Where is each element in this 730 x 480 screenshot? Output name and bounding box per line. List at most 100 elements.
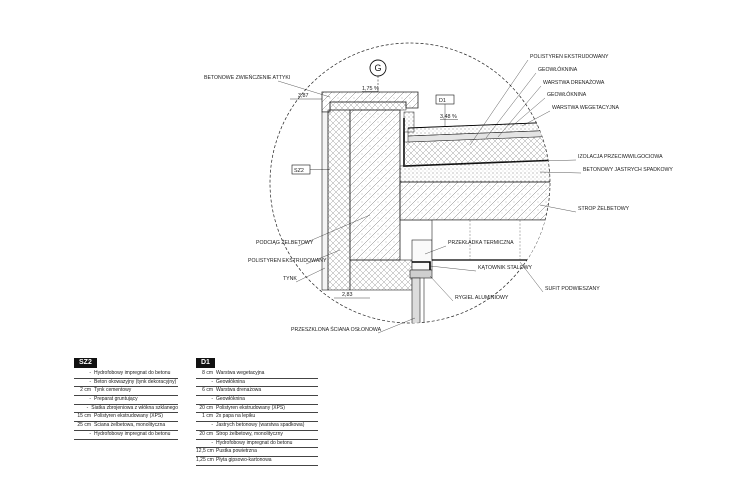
wall-insulation xyxy=(327,109,351,291)
table-row: -Siatka zbrojeniowa z włókna szklanego xyxy=(74,405,178,414)
layer-thickness: - xyxy=(211,378,213,385)
layer-description: Polistyren ekstrudowany (XPS) xyxy=(216,404,285,411)
table-row: -Geowłóknina xyxy=(196,379,318,388)
suspended-ceiling xyxy=(431,219,550,261)
section-marker-letter: G xyxy=(374,63,381,73)
leader-poly-left xyxy=(305,249,341,265)
leader-steel-angle xyxy=(429,265,477,272)
layer-thickness: 2 cm xyxy=(80,387,91,394)
tag-d1: D1 xyxy=(439,98,446,104)
concrete-wall xyxy=(349,109,401,261)
leader-slab xyxy=(539,204,577,213)
label-transom: RYGIEL ALUMINIOWY xyxy=(455,295,509,301)
leader-drainage xyxy=(497,85,542,138)
layer-thickness: - xyxy=(86,404,89,411)
layer-description: Geowłóknina xyxy=(216,396,245,403)
layer-description: 2x papa na lepiku xyxy=(216,413,256,420)
label-soffit: SUFIT PODWIESZANY xyxy=(545,286,600,292)
layer-thickness: 1 cm xyxy=(202,413,213,420)
layer-thickness: - xyxy=(211,439,213,446)
roof-slab xyxy=(399,181,550,221)
sz2-rows: -Hydrofobowy impregnat do betonu-Beton o… xyxy=(74,370,178,440)
layer-description: Ściana żelbetowa, monolityczna xyxy=(94,422,166,429)
layer-thickness: 12,5 cm xyxy=(196,448,214,455)
label-curtain-wall: PRZESZKLONA ŚCIANA OSŁONOWA xyxy=(291,325,382,333)
table-row: -Hydrofobowy impregnat do betonu xyxy=(74,370,178,379)
label-thermal-break: PRZEKŁADKA TERMICZNA xyxy=(448,240,514,246)
label-vegetation: WARSTWA WEGETACYJNA xyxy=(552,105,619,111)
table-row: -Geowłóknina xyxy=(196,396,318,405)
layer-thickness: 25 cm xyxy=(77,422,91,429)
layer-description: Pustka powietrzna xyxy=(216,448,257,455)
elevation-top: 3,87 xyxy=(298,93,309,99)
leader-damp-proofing xyxy=(539,159,577,162)
label-attic: BETONOWE ZWIEŃCZENIE ATTYKI xyxy=(204,74,290,81)
leader-transom xyxy=(429,275,454,302)
label-geotextile-1: GEOWŁÓKNINA xyxy=(538,66,578,73)
layer-description: Warstwa drenażowa xyxy=(216,387,262,394)
label-polystyrene-top: POLISTYREN EKSTRUDOWANY xyxy=(530,54,609,60)
layer-thickness: - xyxy=(211,422,213,429)
leader-plaster xyxy=(295,267,326,283)
layer-description: Jastrych betonowy (warstwa spadkowa) xyxy=(216,422,305,429)
sz2-table: SZ2 -Hydrofobowy impregnat do betonu-Bet… xyxy=(74,358,178,440)
table-row: -Preparat gruntujący xyxy=(74,396,178,405)
table-row: -Hydrofobowy impregnat do betonu xyxy=(196,440,318,449)
curtain-wall-mullion xyxy=(411,277,421,323)
layer-description: Beton okowazyjny (tynk dekoracyjny) xyxy=(94,378,177,385)
layer-thickness: 1,25 cm xyxy=(196,456,214,463)
attic-insulation xyxy=(329,101,407,111)
right-labels: POLISTYREN EKSTRUDOWANY GEOWŁÓKNINA WARS… xyxy=(424,54,673,302)
label-column: PODCIĄG ŻELBETOWY xyxy=(256,239,314,246)
attic-slope: 1,75 % xyxy=(362,86,379,92)
table-row: -Jastrych betonowy (warstwa spadkowa) xyxy=(196,422,318,431)
leader-geotextile-2 xyxy=(509,97,546,129)
layer-thickness: - xyxy=(211,396,213,403)
layer-thickness: - xyxy=(89,396,91,403)
leader-vegetation xyxy=(521,110,551,127)
leader-attic xyxy=(277,80,331,98)
label-damp-proofing: IZOLACJA PRZECIWWILGOCIOWA xyxy=(578,154,663,160)
leader-polystyrene-top xyxy=(469,59,529,146)
layer-thickness: 20 cm xyxy=(199,430,213,437)
layer-thickness: 20 cm xyxy=(199,404,213,411)
geotextile-line xyxy=(407,121,550,129)
thermal-break xyxy=(411,239,433,271)
layer-description: Warstwa wegetacyjna xyxy=(216,370,265,376)
label-steel-angle: KĄTOWNIK STALOWY xyxy=(478,265,533,271)
sz2-table-title: SZ2 xyxy=(74,358,97,368)
leader-thermal-break xyxy=(424,245,447,255)
leader-screed xyxy=(539,171,582,174)
gravel-strip xyxy=(403,111,415,133)
label-screed: BETONOWY JASTRYCH SPADKOWY xyxy=(583,167,673,173)
left-labels: BETONOWE ZWIEŃCZENIE ATTYKI PODCIĄG ŻELB… xyxy=(204,74,416,334)
layer-description: Siatka zbrojeniowa z włókna szklanego xyxy=(91,404,178,411)
leader-curtain-wall xyxy=(377,317,416,334)
layer-thickness: - xyxy=(89,430,91,437)
layer-thickness: - xyxy=(89,378,91,385)
layer-description: Geowłóknina xyxy=(216,378,245,385)
steel-angle xyxy=(412,261,431,270)
section-body xyxy=(321,91,550,323)
leader-geotextile-1 xyxy=(485,72,537,139)
label-drainage: WARSTWA DRENAŻOWA xyxy=(543,79,605,86)
leader-soffit xyxy=(519,261,544,293)
table-row: -Beton okowazyjny (tynk dekoracyjny) xyxy=(74,379,178,388)
layer-description: Strop żelbetowy, monolityczny xyxy=(216,430,283,437)
layer-description: Hydrofobowy impregnat do betonu xyxy=(94,430,171,437)
label-slab: STROP ŻELBETOWY xyxy=(578,205,630,212)
elevation-bottom: 2,83 xyxy=(342,292,353,298)
label-poly-left: POLISTYREN EKSTRUDOWANY xyxy=(248,258,327,264)
layer-description: Płyta gipsowo-kartonowa xyxy=(216,456,272,463)
layer-description: Hydrofobowy impregnat do betonu xyxy=(216,439,293,446)
layer-thickness: 15 cm xyxy=(77,413,91,420)
